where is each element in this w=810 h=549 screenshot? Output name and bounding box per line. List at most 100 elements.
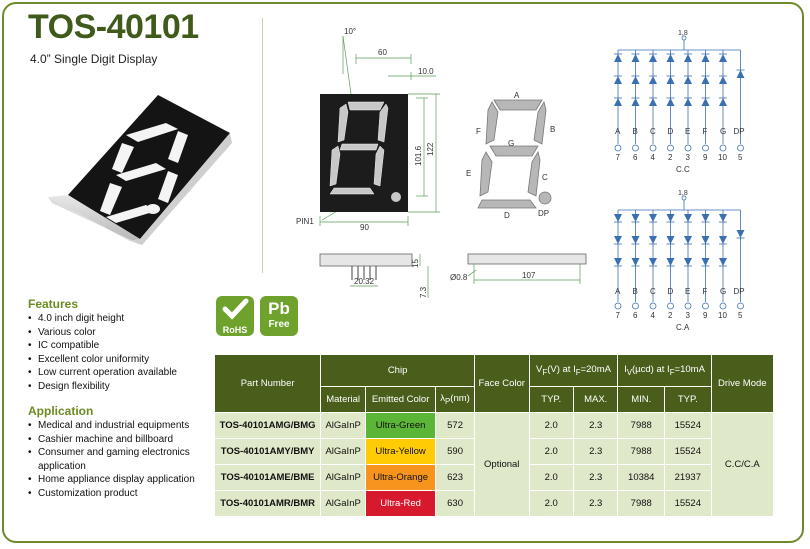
pin-number: 2 bbox=[668, 153, 673, 162]
header-iv-typ: TYP. bbox=[664, 386, 712, 413]
part-number-cell: TOS-40101AMY/BMY bbox=[213, 438, 322, 465]
led-diode bbox=[649, 236, 657, 244]
led-diode bbox=[631, 236, 640, 244]
pin-number: 10 bbox=[718, 153, 727, 162]
pin-number: 2 bbox=[668, 311, 673, 320]
led-diode bbox=[631, 54, 640, 62]
segment-letter: D bbox=[668, 287, 674, 296]
segment-letter: F bbox=[703, 127, 708, 136]
segment-diagram: A B C D E F G DP bbox=[466, 91, 555, 220]
led-diode bbox=[701, 76, 710, 84]
pin-number: 5 bbox=[738, 153, 743, 162]
application-item: Consumer and gaming electronics applicat… bbox=[28, 446, 213, 473]
common-pin-label: 1,8 bbox=[678, 190, 688, 197]
cc-label: C.C bbox=[676, 165, 690, 174]
feature-item: IC compatible bbox=[28, 339, 208, 353]
header-drive-mode: Drive Mode bbox=[710, 354, 775, 413]
dim-pin1: PIN1 bbox=[296, 217, 314, 226]
vtyp-cell: 2.0 bbox=[528, 412, 574, 439]
imin-cell: 7988 bbox=[617, 438, 666, 465]
application-item: Customization product bbox=[28, 487, 213, 501]
free-label: Free bbox=[268, 319, 290, 330]
imin-cell: 7988 bbox=[617, 490, 666, 517]
pin-number: 9 bbox=[703, 153, 708, 162]
pin-number: 3 bbox=[686, 311, 691, 320]
header-vf-max: MAX. bbox=[572, 386, 619, 413]
segment-label-f: F bbox=[476, 127, 481, 136]
pin-number: 7 bbox=[616, 153, 621, 162]
pin-number: 5 bbox=[738, 311, 743, 320]
led-diode bbox=[666, 258, 675, 266]
header-vf: VF(V) at IF=20mA bbox=[528, 354, 619, 387]
dimension-drawing-bottom: Ø0.8 107 bbox=[450, 253, 587, 284]
emitted-color-cell: Ultra-Orange bbox=[365, 464, 437, 491]
segment-label-e: E bbox=[466, 169, 471, 178]
ityp-cell: 15524 bbox=[664, 490, 712, 517]
led-diode bbox=[736, 70, 745, 78]
dimension-drawing-front: 10° 60 10.0 101.6 122 90 PIN1 bbox=[296, 27, 440, 232]
pin-number: 7 bbox=[616, 311, 621, 320]
segment-label-dp: DP bbox=[538, 209, 549, 218]
segment-letter: E bbox=[685, 287, 690, 296]
header-iv: IV(µcd) at IF=10mA bbox=[617, 354, 712, 387]
header-emitted-color: Emitted Color bbox=[365, 386, 437, 413]
material-cell: AlGaInP bbox=[320, 490, 367, 517]
feature-item: 4.0 inch digit height bbox=[28, 312, 208, 326]
dim-101: 101.6 bbox=[414, 145, 423, 166]
led-diode bbox=[684, 258, 692, 266]
dim-08: Ø0.8 bbox=[450, 273, 468, 282]
segment-letter: F bbox=[703, 287, 708, 296]
led-diode bbox=[649, 98, 657, 106]
dim-angle: 10° bbox=[344, 27, 356, 36]
header-wavelength: λP(nm) bbox=[435, 386, 475, 413]
segment-letter: A bbox=[615, 127, 621, 136]
segment-label-b: B bbox=[550, 125, 555, 134]
led-diode bbox=[631, 214, 640, 222]
header-face-color: Face Color bbox=[473, 354, 530, 413]
segment-letter: DP bbox=[734, 287, 745, 296]
led-diode bbox=[649, 214, 657, 222]
material-cell: AlGaInP bbox=[320, 412, 367, 439]
led-diode bbox=[684, 54, 692, 62]
dim-107: 107 bbox=[522, 271, 536, 280]
led-diode bbox=[666, 236, 675, 244]
wavelength-cell: 572 bbox=[435, 412, 475, 439]
led-diode bbox=[614, 98, 622, 106]
ityp-cell: 15524 bbox=[664, 412, 712, 439]
pb-label: Pb bbox=[268, 299, 290, 318]
segment-letter: DP bbox=[734, 127, 745, 136]
led-diode bbox=[684, 236, 692, 244]
led-diode bbox=[631, 98, 640, 106]
vmax-cell: 2.3 bbox=[572, 412, 619, 439]
dim-10: 10.0 bbox=[418, 67, 434, 76]
ityp-cell: 21937 bbox=[664, 464, 712, 491]
segment-letter: B bbox=[633, 127, 638, 136]
segment-label-c: C bbox=[542, 173, 548, 182]
led-diode bbox=[666, 98, 675, 106]
material-cell: AlGaInP bbox=[320, 438, 367, 465]
product-title: TOS-40101 bbox=[28, 8, 199, 46]
features-list: 4.0 inch digit height Various color IC c… bbox=[28, 312, 208, 394]
vtyp-cell: 2.0 bbox=[528, 490, 574, 517]
led-diode bbox=[701, 98, 710, 106]
common-pin-label: 1,8 bbox=[678, 30, 688, 37]
face-color-cell: Optional bbox=[473, 412, 530, 517]
application-item: Cashier machine and billboard bbox=[28, 433, 213, 447]
feature-item: Various color bbox=[28, 326, 208, 340]
led-diode bbox=[719, 98, 727, 106]
pin-number: 6 bbox=[633, 153, 638, 162]
part-number-cell: TOS-40101AMG/BMG bbox=[213, 412, 322, 439]
segment-label-a: A bbox=[514, 91, 520, 100]
led-diode bbox=[736, 230, 745, 238]
part-number-cell: TOS-40101AMR/BMR bbox=[213, 490, 322, 517]
application-item: Home appliance display application bbox=[28, 473, 213, 487]
led-diode bbox=[666, 76, 675, 84]
segment-letter: B bbox=[633, 287, 638, 296]
imin-cell: 10384 bbox=[617, 464, 666, 491]
header-chip: Chip bbox=[320, 354, 475, 387]
pin-number: 10 bbox=[718, 311, 727, 320]
ityp-cell: 15524 bbox=[664, 438, 712, 465]
